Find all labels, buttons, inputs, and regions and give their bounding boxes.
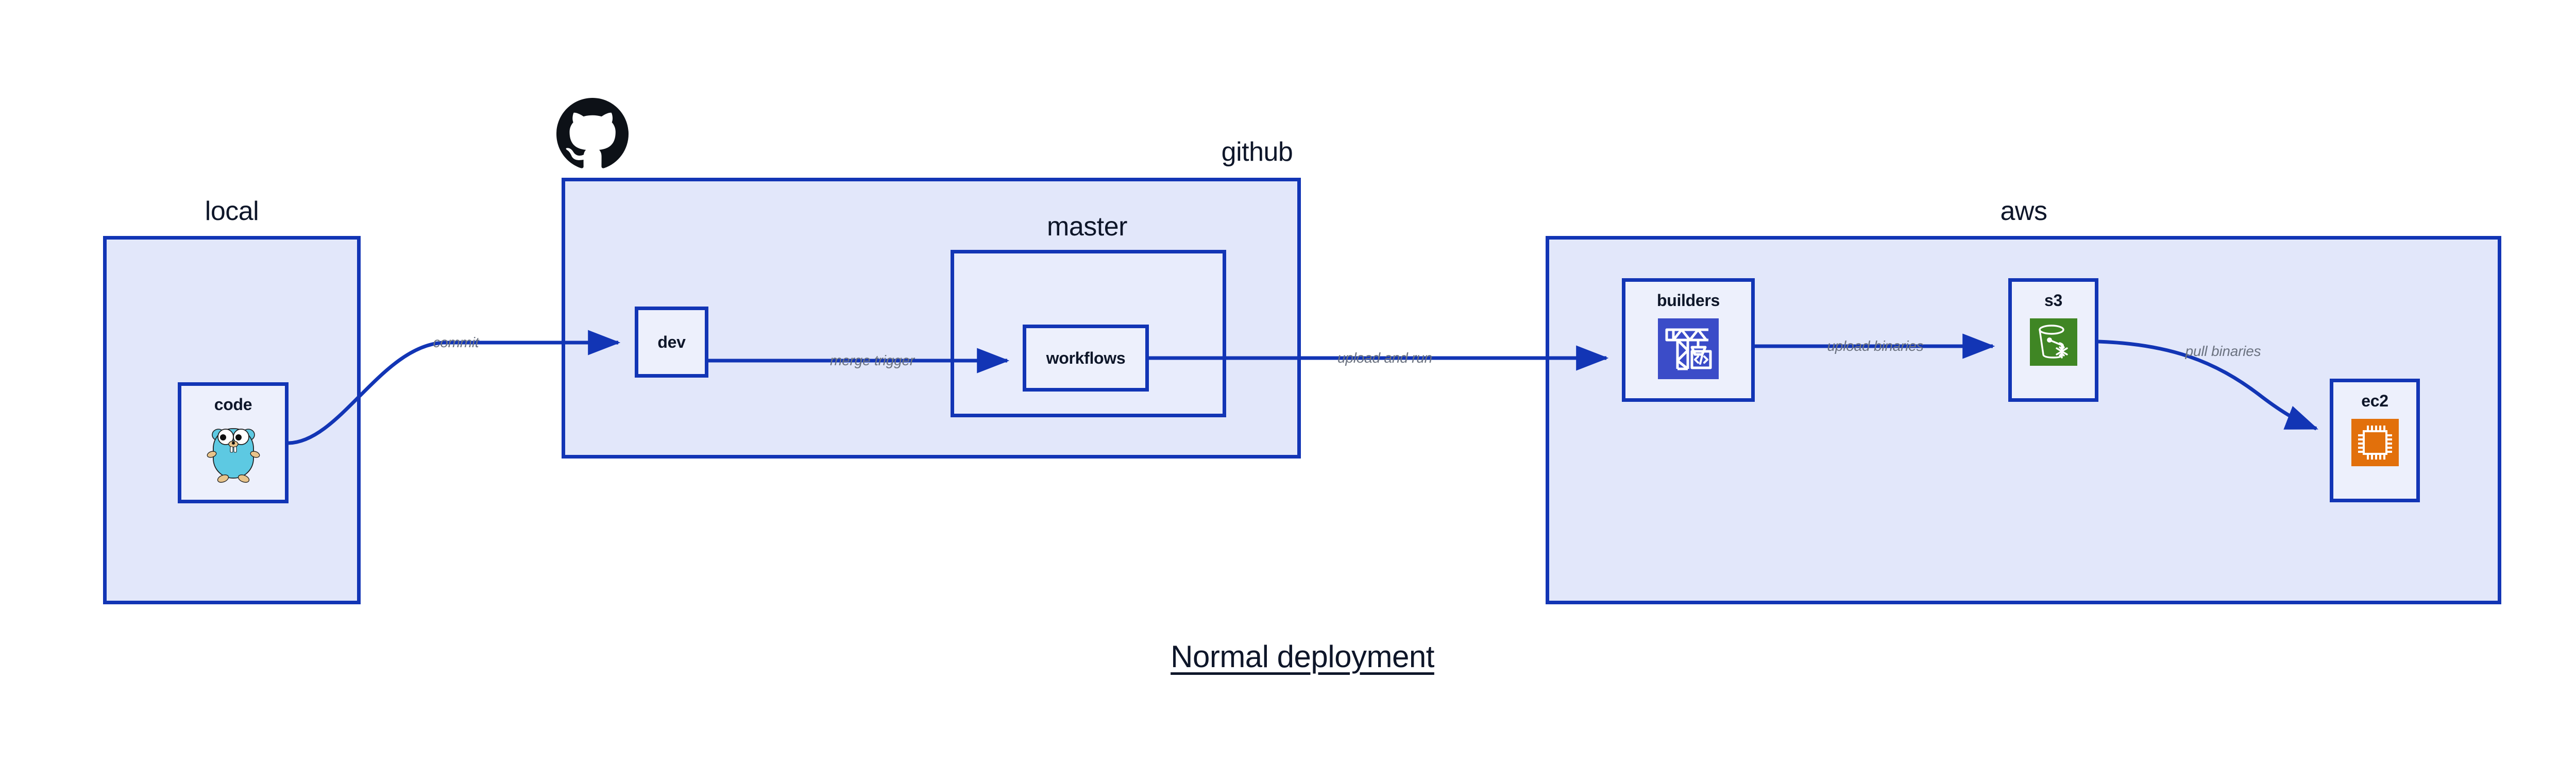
go-gopher-icon — [205, 422, 262, 486]
cpu-chip-icon — [2351, 419, 2399, 469]
group-label-master: master — [1047, 212, 1127, 242]
node-label-ec2: ec2 — [2361, 392, 2388, 410]
edge-label-pull-binaries: pull binaries — [2185, 343, 2261, 359]
group-label-github: github — [1221, 137, 1293, 167]
s3-bucket-icon — [2029, 318, 2077, 368]
diagram-title: Normal deployment — [1171, 639, 1434, 674]
edge-label-commit: commit — [433, 334, 479, 350]
node-label-workflows: workflows — [1046, 348, 1126, 367]
node-workflows[interactable]: workflows — [1023, 325, 1149, 392]
node-label-builders: builders — [1656, 291, 1720, 310]
crane-code-icon — [1658, 318, 1719, 382]
group-label-aws: aws — [2000, 196, 2047, 226]
node-builders[interactable]: builders — [1622, 278, 1755, 402]
node-ec2[interactable]: ec2 — [2330, 379, 2420, 502]
node-label-code: code — [214, 395, 252, 414]
node-label-dev: dev — [657, 332, 686, 351]
edge-label-upload-and-run: upload and run — [1337, 350, 1433, 366]
node-code[interactable]: code — [178, 382, 289, 503]
github-octocat-icon — [556, 98, 629, 170]
node-s3[interactable]: s3 — [2008, 278, 2098, 402]
node-dev[interactable]: dev — [635, 307, 708, 378]
node-label-s3: s3 — [2044, 291, 2062, 310]
edge-label-upload-binaries: upload binaries — [1827, 338, 1924, 354]
edge-label-merge-trigger: merge trigger — [830, 352, 914, 368]
group-label-local: local — [205, 196, 259, 226]
